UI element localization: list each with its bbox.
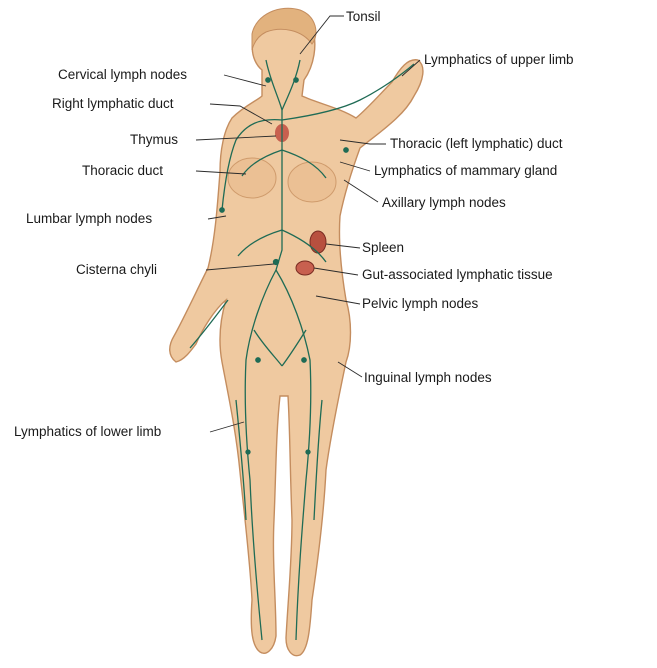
label-thymus: Thymus xyxy=(130,132,178,148)
label-cervical-lymph-nodes: Cervical lymph nodes xyxy=(58,67,187,83)
right-breast xyxy=(288,162,336,202)
spleen-organ xyxy=(310,231,326,253)
label-inguinal-lymph-nodes: Inguinal lymph nodes xyxy=(364,370,492,386)
label-lymphatics-mammary-gland: Lymphatics of mammary gland xyxy=(374,163,557,179)
body-outline xyxy=(170,13,423,656)
left-breast xyxy=(228,158,276,198)
label-lymphatics-lower-limb: Lymphatics of lower limb xyxy=(14,424,161,440)
body-silhouette xyxy=(170,8,423,655)
label-thoracic-left-lymphatic-duct: Thoracic (left lymphatic) duct xyxy=(390,136,563,152)
label-cisterna-chyli: Cisterna chyli xyxy=(76,262,157,278)
gut-lymphatic-tissue xyxy=(296,261,314,275)
label-thoracic-duct: Thoracic duct xyxy=(82,163,163,179)
label-gut-associated-lymphatic-tissue: Gut-associated lymphatic tissue xyxy=(362,267,553,283)
label-right-lymphatic-duct: Right lymphatic duct xyxy=(52,96,174,112)
label-pelvic-lymph-nodes: Pelvic lymph nodes xyxy=(362,296,478,312)
label-tonsil: Tonsil xyxy=(346,9,381,25)
label-lumbar-lymph-nodes: Lumbar lymph nodes xyxy=(26,211,152,227)
label-spleen: Spleen xyxy=(362,240,404,256)
label-axillary-lymph-nodes: Axillary lymph nodes xyxy=(382,195,506,211)
label-lymphatics-upper-limb: Lymphatics of upper limb xyxy=(424,52,574,68)
